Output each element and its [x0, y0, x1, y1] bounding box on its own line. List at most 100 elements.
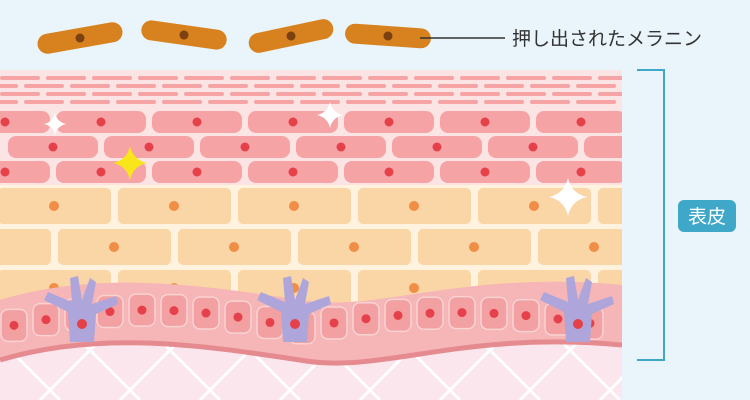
granular-nucleus — [576, 117, 586, 127]
granular-nucleus — [480, 117, 490, 127]
basal-nucleus — [457, 308, 467, 318]
sparkle — [549, 178, 587, 216]
melanin-label: 押し出されたメラニン — [512, 28, 702, 50]
corneum-cell — [368, 76, 408, 80]
corneum-cell — [254, 84, 294, 88]
corneum-cell — [598, 76, 622, 80]
melanin-granule — [37, 22, 123, 54]
corneum-cell — [0, 76, 40, 80]
granular-nucleus — [336, 142, 346, 152]
basal-nucleus — [553, 314, 563, 324]
spinous-cell — [0, 229, 51, 265]
basal-nucleus — [393, 310, 403, 320]
granular-nucleus — [528, 142, 538, 152]
corneum-cell — [506, 92, 546, 96]
corneum-cell — [138, 92, 178, 96]
melanin-granule — [345, 23, 431, 49]
corneum-cell — [484, 100, 524, 104]
melanocyte-nucleus — [573, 319, 583, 329]
corneum-cell — [92, 92, 132, 96]
basal-nucleus — [137, 305, 147, 315]
corneum-cell — [392, 100, 432, 104]
corneum-cell — [276, 92, 316, 96]
stratum-corneum-lines — [0, 76, 622, 104]
corneum-cell — [46, 76, 86, 80]
sparkles — [44, 102, 587, 216]
corneum-cell — [0, 84, 18, 88]
granular-nucleus — [192, 117, 202, 127]
melanocyte-nucleus — [77, 319, 87, 329]
corneum-cell — [0, 100, 18, 104]
melanin-granule — [248, 19, 334, 53]
basal-nucleus — [201, 308, 211, 318]
basal-nucleus — [329, 318, 339, 328]
corneum-cell — [506, 76, 546, 80]
corneum-cell — [392, 84, 432, 88]
granular-nucleus — [0, 167, 10, 177]
corneum-cell — [300, 84, 340, 88]
corneum-cell — [184, 76, 224, 80]
spinous-cell — [538, 229, 622, 265]
granular-nucleus — [576, 167, 586, 177]
corneum-cell — [530, 84, 570, 88]
granular-nucleus — [288, 167, 298, 177]
basal-nucleus — [425, 308, 435, 318]
corneum-cell — [254, 100, 294, 104]
spinous-nucleus — [529, 201, 539, 211]
corneum-cell — [460, 76, 500, 80]
melanocyte — [257, 276, 331, 342]
skin-layers — [0, 70, 622, 400]
corneum-cell — [530, 100, 570, 104]
spinous-nucleus — [49, 201, 59, 211]
granular-nucleus — [0, 117, 10, 127]
corneum-cell — [138, 76, 178, 80]
granular-nucleus — [480, 167, 490, 177]
basal-nucleus — [105, 307, 115, 317]
basal-nucleus — [521, 311, 531, 321]
corneum-cell — [24, 84, 64, 88]
corneum-cell — [414, 76, 454, 80]
corneum-cell — [0, 92, 40, 96]
dermis-fiber — [598, 375, 622, 400]
granular-cell — [0, 111, 50, 133]
corneum-cell — [438, 100, 478, 104]
corneum-cell — [300, 100, 340, 104]
corneum-cell — [322, 92, 362, 96]
corneum-cell — [46, 92, 86, 96]
spinous-nucleus — [589, 242, 599, 252]
granular-nucleus — [192, 167, 202, 177]
corneum-cell — [276, 76, 316, 80]
granular-nucleus — [48, 142, 58, 152]
granular-nucleus — [384, 167, 394, 177]
basal-nucleus — [233, 312, 243, 322]
spinous-cell — [598, 188, 622, 224]
corneum-cell — [438, 84, 478, 88]
melanin-granule-core — [383, 31, 393, 41]
corneum-cell — [208, 100, 248, 104]
granular-nucleus — [432, 142, 442, 152]
corneum-cell — [576, 100, 616, 104]
epidermis-badge — [678, 200, 736, 232]
corneum-cell — [24, 100, 64, 104]
spinous-nucleus — [289, 201, 299, 211]
granular-cell — [584, 136, 622, 158]
epidermis-label: 表皮 — [688, 206, 726, 228]
granular-nucleus — [96, 167, 106, 177]
corneum-cell — [552, 76, 592, 80]
melanin-granule-core — [286, 31, 296, 41]
granular-cell — [0, 161, 50, 183]
granular-nucleus — [384, 117, 394, 127]
basal-nucleus — [265, 317, 275, 327]
spinous-nucleus — [169, 201, 179, 211]
corneum-cell — [116, 84, 156, 88]
spinous-nucleus — [229, 242, 239, 252]
sparkle — [317, 102, 343, 128]
granular-cells — [0, 111, 622, 183]
corneum-cell — [322, 76, 362, 80]
corneum-cell — [230, 92, 270, 96]
melanocyte-nucleus — [290, 319, 300, 329]
corneum-cell — [230, 76, 270, 80]
melanin-granule-core — [179, 30, 189, 40]
